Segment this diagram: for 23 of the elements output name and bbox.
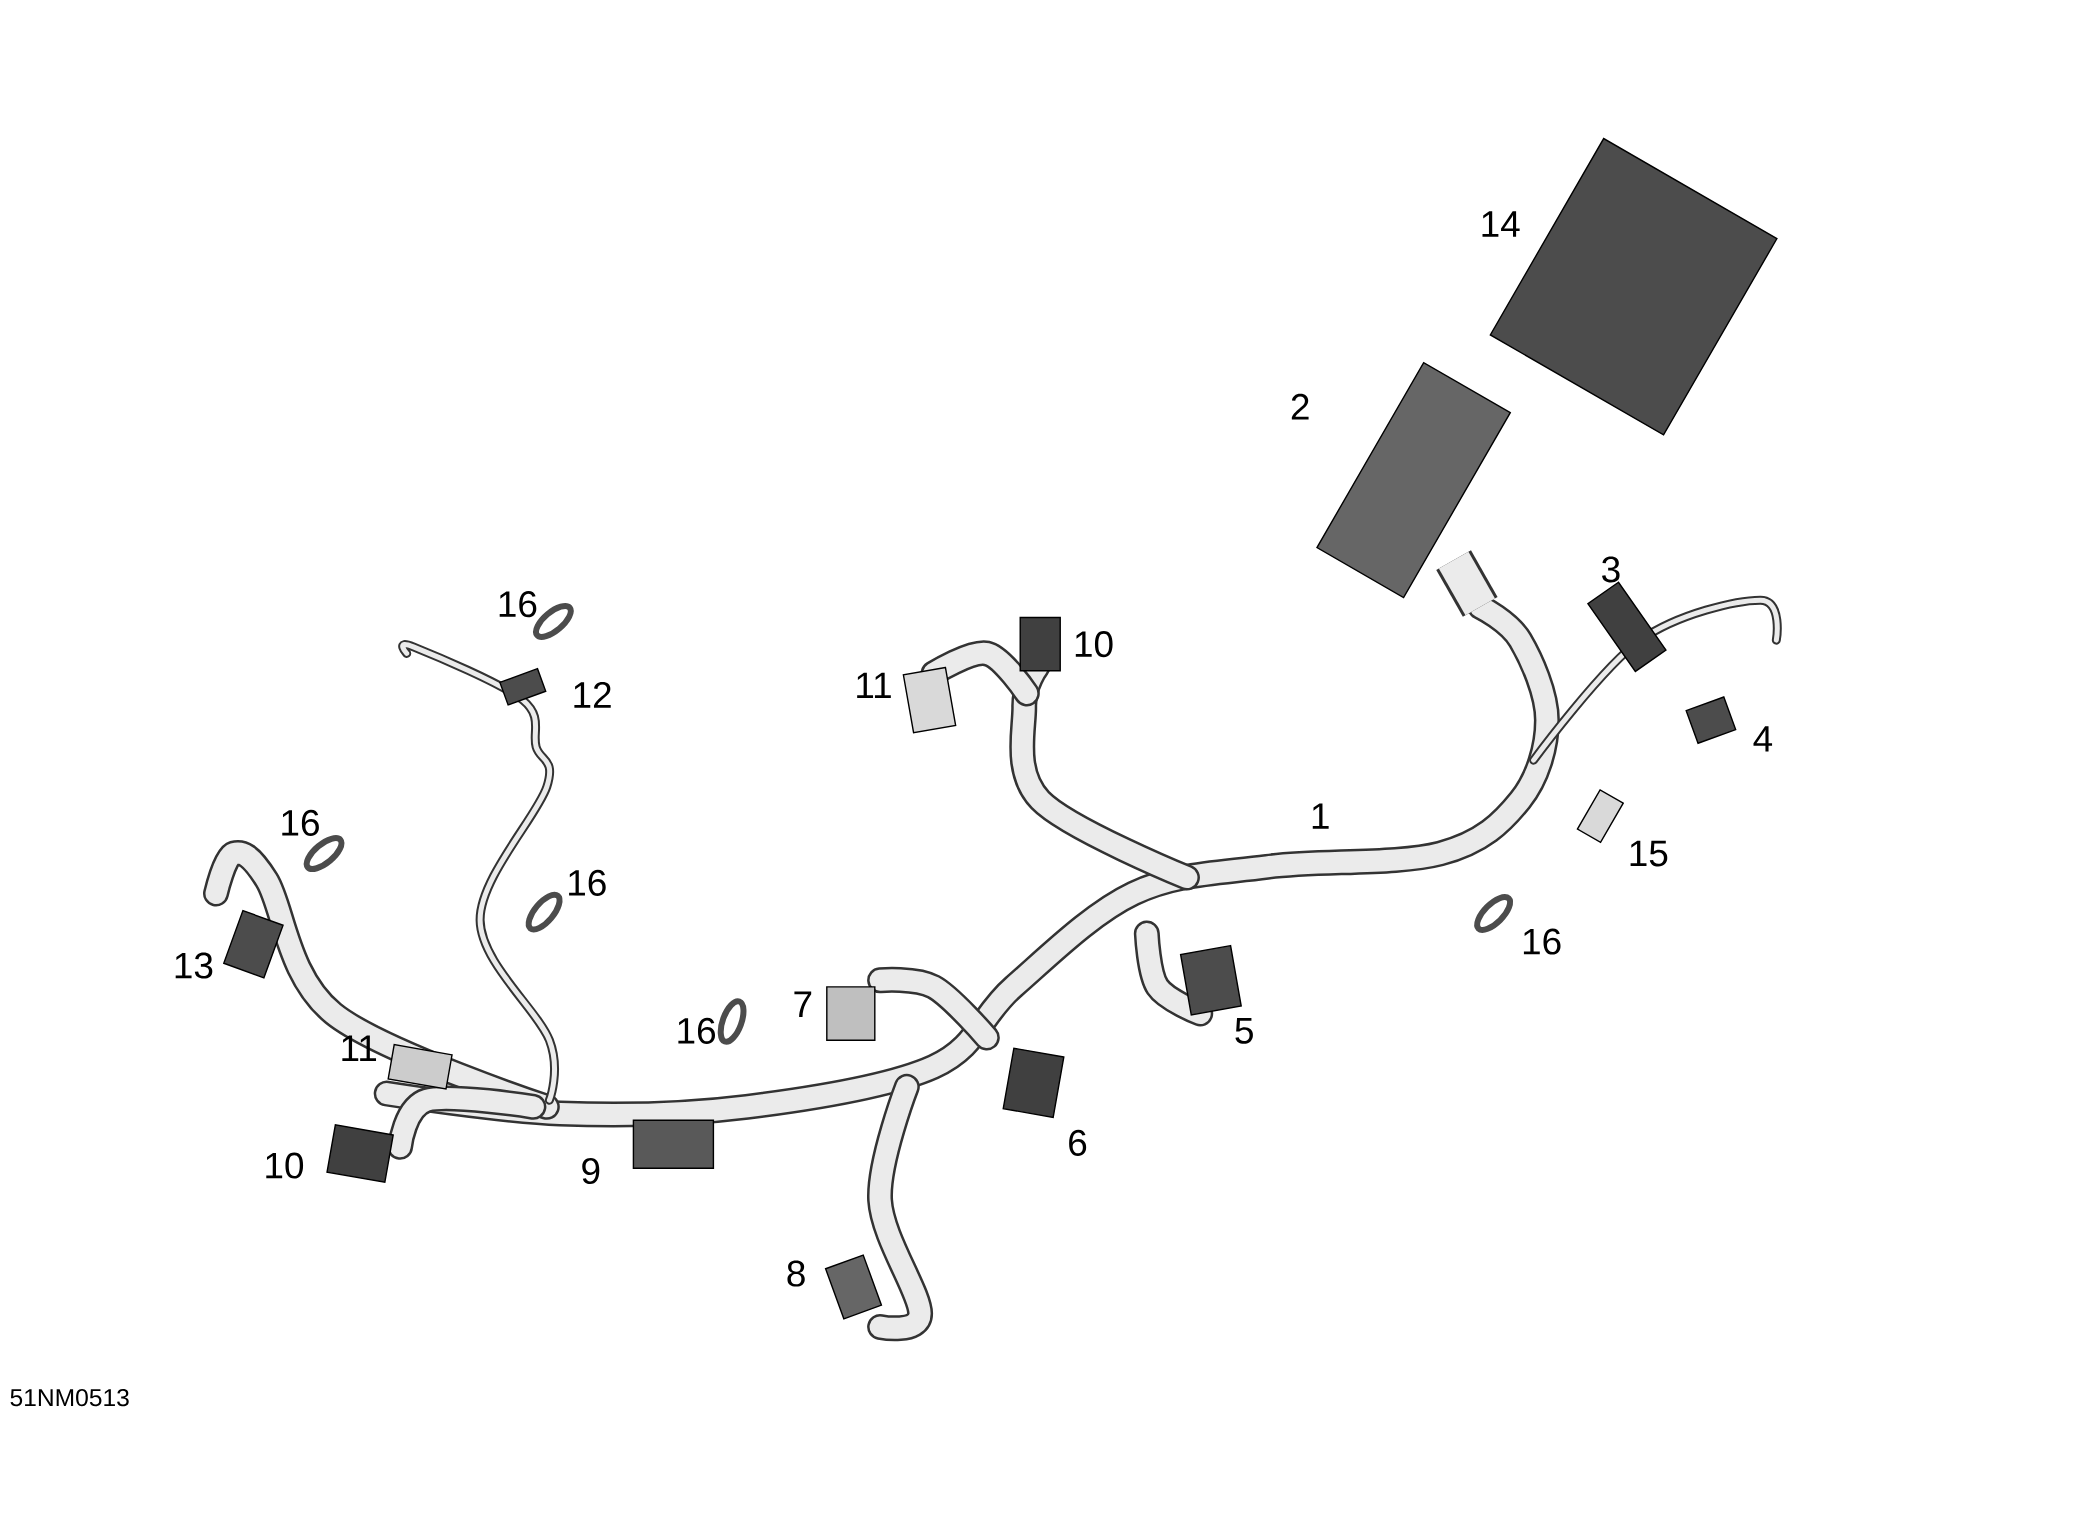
callout-number: 16 (1523, 928, 1561, 955)
callout-number: 10 (266, 1152, 304, 1179)
callout-number: 12 (574, 681, 611, 708)
callout-number: 7 (794, 991, 812, 1017)
callout-number: 8 (787, 1260, 805, 1287)
callout-number: 16 (282, 809, 319, 836)
callout-number: 11 (342, 1035, 376, 1061)
callout-number: 6 (1069, 1129, 1087, 1156)
drawing-code: 51NM0513 (10, 1388, 129, 1407)
callout-number: 5 (1235, 1018, 1253, 1044)
callout-number: 3 (1602, 556, 1620, 583)
callout-number: 2 (1291, 393, 1309, 420)
callout-number: 11 (857, 672, 891, 699)
callout-number: 16 (569, 869, 606, 896)
callout-number: 9 (582, 1157, 600, 1184)
callout-number: 15 (1630, 840, 1668, 867)
callout-number: 13 (175, 952, 213, 979)
callout-number: 4 (1753, 726, 1773, 752)
callout-number: 10 (1075, 631, 1113, 658)
callout-number: 16 (499, 591, 537, 618)
callout-number: 14 (1482, 211, 1520, 237)
callout-number: 1 (1312, 803, 1329, 829)
callout-number: 16 (678, 1017, 715, 1044)
